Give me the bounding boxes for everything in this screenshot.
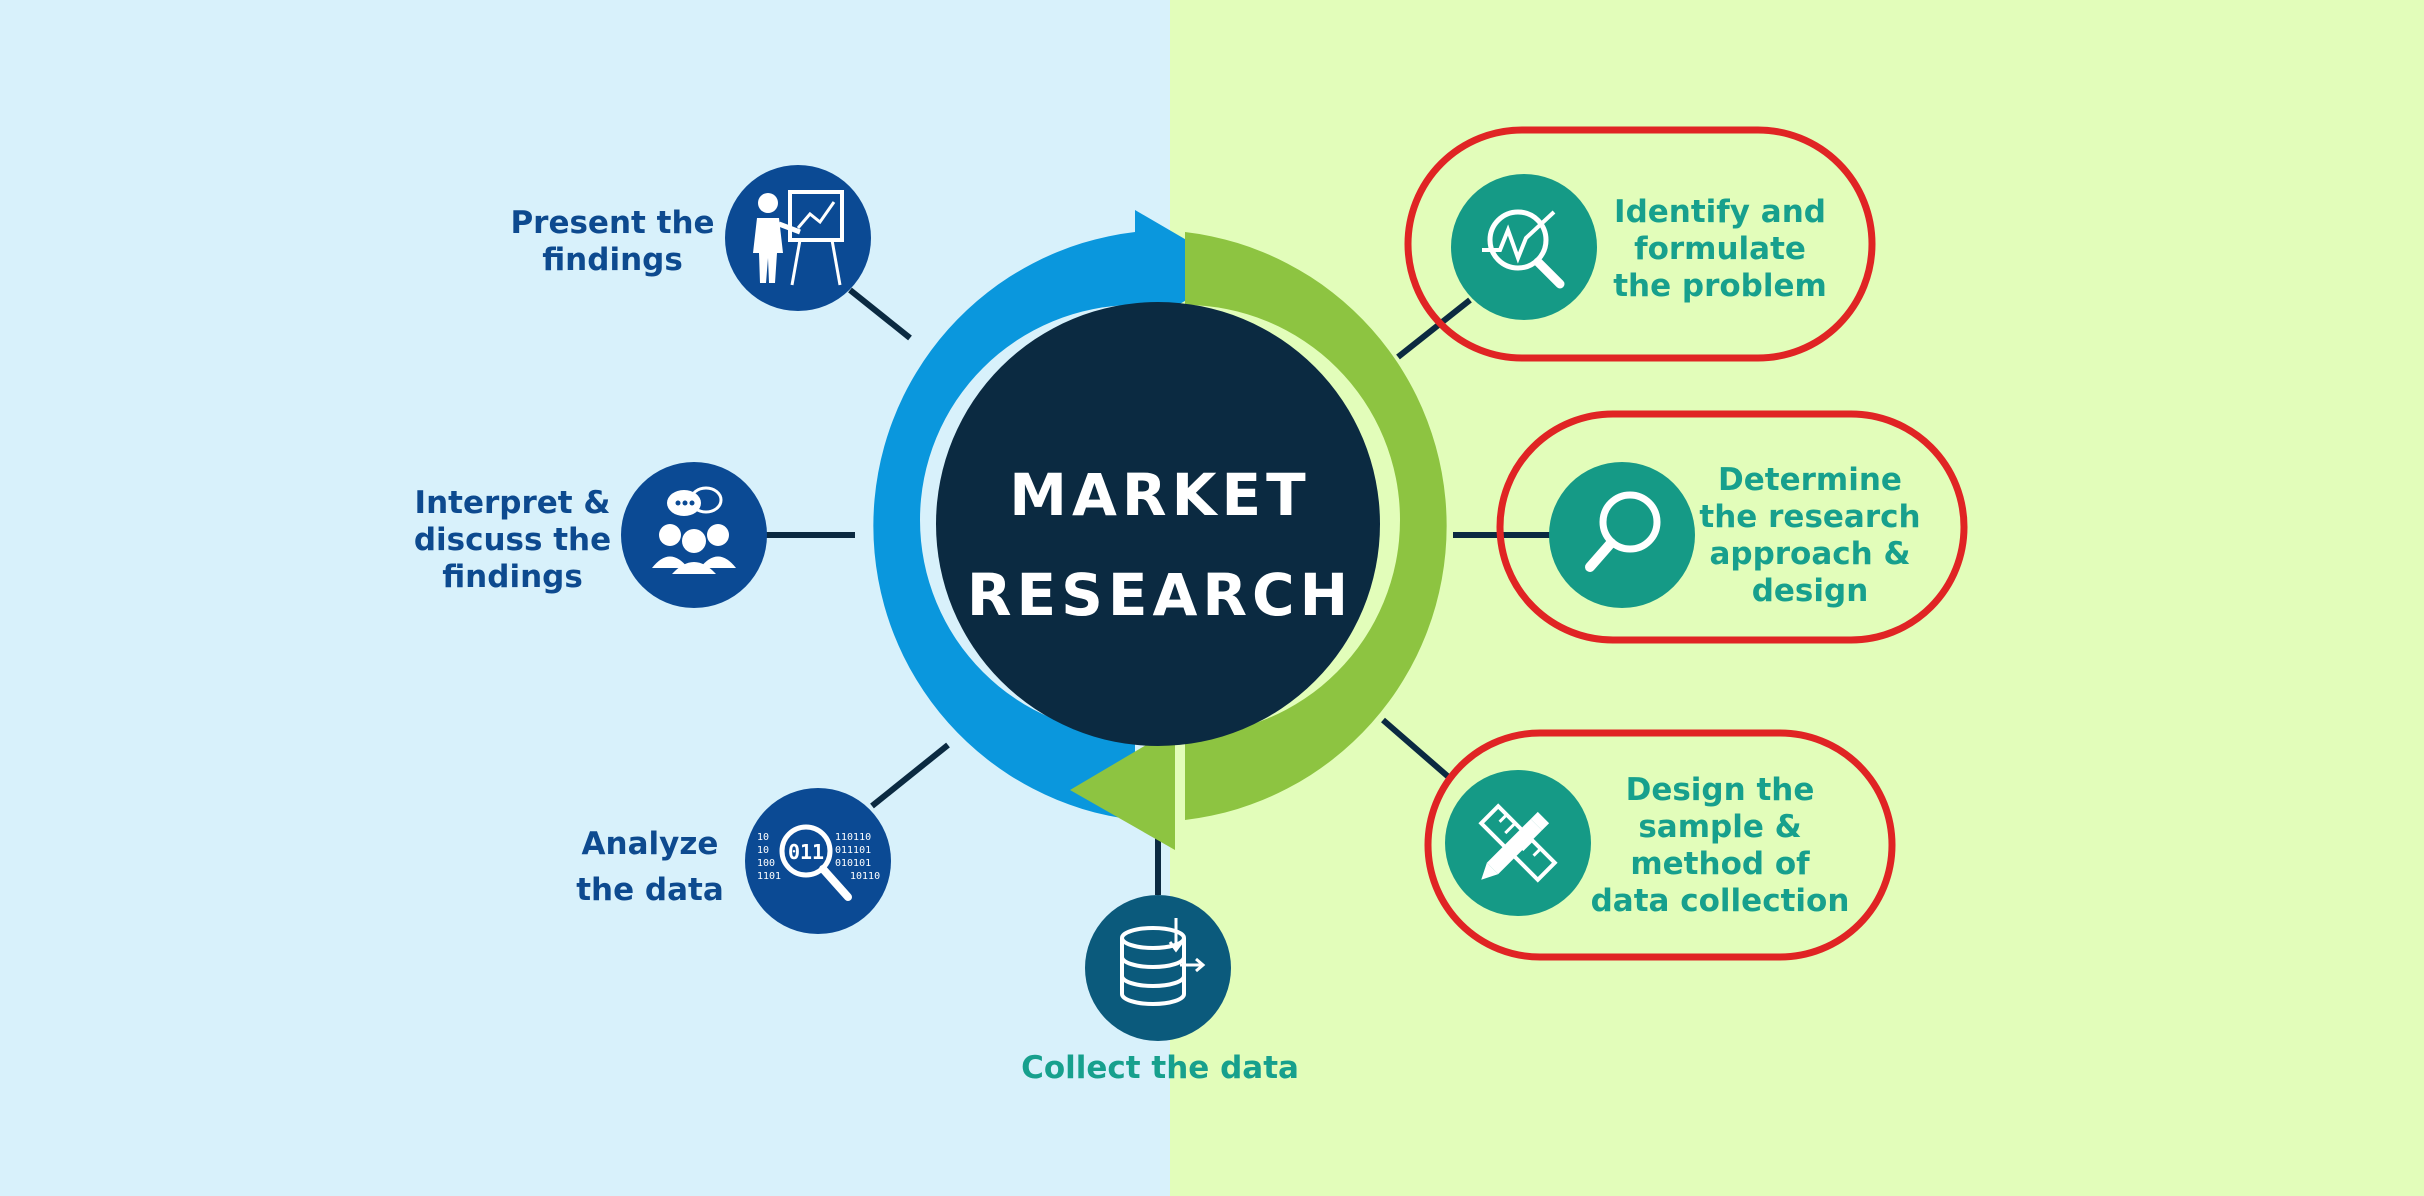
binary-magnifier-icon: 011 10 10 100 1101 110110 011101 010101 10110 bbox=[745, 788, 891, 934]
green-cycle-arc bbox=[1185, 232, 1447, 820]
svg-text:100: 100 bbox=[757, 858, 775, 869]
connector-identify bbox=[1396, 297, 1472, 360]
database-icon bbox=[1085, 895, 1231, 1041]
highlight-design bbox=[1424, 729, 1896, 961]
highlight-determine bbox=[1496, 410, 1968, 644]
center-title: MARKET RESEARCH bbox=[940, 445, 1380, 645]
discussion-group-icon bbox=[621, 462, 767, 608]
svg-text:10110: 10110 bbox=[850, 871, 880, 882]
label-present: Present the findings bbox=[510, 205, 715, 278]
svg-text:10: 10 bbox=[757, 845, 769, 856]
label-collect: Collect the data bbox=[1021, 1050, 1299, 1086]
connector-present bbox=[848, 287, 912, 341]
green-arrowhead bbox=[1070, 728, 1175, 850]
center-title-line1: MARKET bbox=[1009, 461, 1311, 529]
highlight-identify bbox=[1404, 126, 1876, 362]
binary-center-text: 011 bbox=[788, 840, 824, 864]
background-right bbox=[1170, 0, 2424, 1196]
svg-text:10: 10 bbox=[757, 832, 769, 843]
blue-cycle-arc bbox=[873, 232, 1135, 820]
ruler-pencil-icon bbox=[1445, 770, 1591, 916]
svg-text:010101: 010101 bbox=[835, 858, 871, 869]
center-title-line2: RESEARCH bbox=[966, 561, 1354, 629]
label-identify: Identify and formulate the problem bbox=[1613, 194, 1827, 304]
connector-design bbox=[1381, 717, 1454, 783]
label-analyze: Analyze the data bbox=[576, 826, 724, 908]
svg-text:011101: 011101 bbox=[835, 845, 871, 856]
label-interpret: Interpret & discuss the findings bbox=[413, 485, 612, 595]
label-determine: Determine the research approach & design bbox=[1699, 462, 1921, 609]
center-circle bbox=[936, 302, 1380, 746]
magnifier-chart-icon bbox=[1451, 174, 1597, 320]
magnifier-icon bbox=[1549, 462, 1695, 608]
svg-text:1101: 1101 bbox=[757, 871, 781, 882]
presenter-icon bbox=[725, 165, 871, 311]
label-design: Design the sample & method of data colle… bbox=[1590, 772, 1850, 919]
svg-text:110110: 110110 bbox=[835, 832, 871, 843]
connector-analyze bbox=[870, 742, 950, 809]
